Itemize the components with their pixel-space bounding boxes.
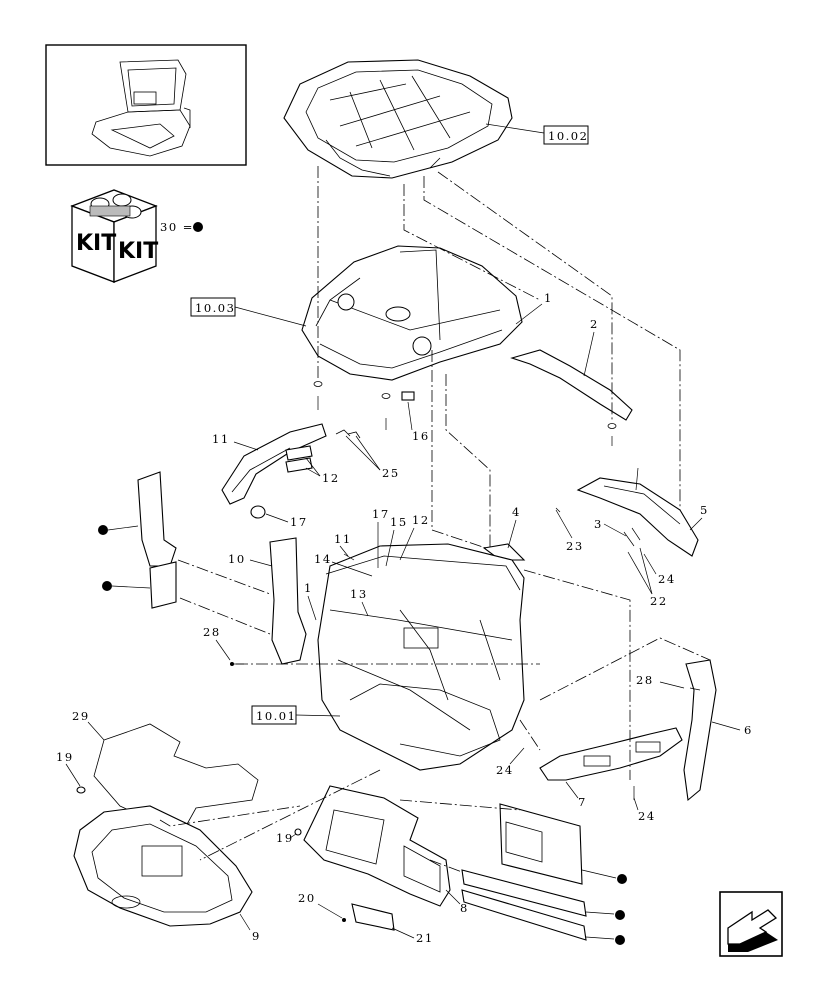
part-19-plug[interactable] (76, 786, 86, 794)
part-5-grab-trim[interactable] (576, 477, 699, 557)
part-9-floor-pan[interactable] (73, 805, 253, 927)
part-6-pillar-trim[interactable] (683, 659, 717, 802)
section-ref-10-03-text: 10.03 (195, 301, 235, 315)
kit-label-right: KIT (118, 239, 158, 264)
callout-24b: 24 (496, 763, 514, 777)
callout-17: 17 (290, 515, 308, 529)
callout-13: 13 (350, 587, 368, 601)
callout-4: 4 (512, 505, 521, 519)
callout-12b: 12 (412, 513, 430, 527)
callout-2: 2 (590, 317, 599, 331)
part-12-pad[interactable] (285, 445, 313, 461)
callout-1: 1 (544, 291, 553, 305)
section-ref-10-01-text: 10.01 (256, 709, 296, 723)
callout-19: 19 (56, 750, 74, 764)
part-8-rear-trim[interactable] (303, 785, 451, 907)
callout-12: 12 (322, 471, 340, 485)
screws (230, 507, 701, 922)
kit-quantity-label: 30 = (160, 220, 194, 234)
callout-17b: 17 (372, 507, 390, 521)
part-17-grommet[interactable] (250, 505, 266, 519)
callout-11: 11 (212, 432, 230, 446)
part-10-pillar-trim[interactable] (269, 537, 307, 665)
part-21[interactable] (351, 903, 395, 931)
kit-item-dot (193, 222, 203, 232)
callout-21: 21 (416, 931, 434, 945)
callout-19b: 19 (276, 831, 294, 845)
callout-9: 9 (252, 929, 261, 943)
part-11-grab-trim[interactable] (221, 423, 327, 505)
alignment-lines (159, 166, 711, 873)
callouts: 1 2 3 4 5 6 7 8 9 10 11 11 12 12 13 14 1… (56, 291, 753, 945)
callout-16: 16 (412, 429, 430, 443)
section-ref-10-02-text: 10.02 (548, 129, 588, 143)
callout-8: 8 (460, 901, 469, 915)
cab-frame[interactable] (317, 543, 525, 771)
callout-28: 28 (203, 625, 221, 639)
callout-14: 14 (314, 552, 332, 566)
section-ref-10-02[interactable] (543, 125, 589, 145)
callout-28b: 28 (636, 673, 654, 687)
callout-23: 23 (566, 539, 584, 553)
headliner[interactable] (301, 245, 523, 381)
kit-label-left: KIT (76, 231, 116, 256)
kit-icon: KIT KIT (70, 189, 158, 283)
callout-3: 3 (594, 517, 603, 531)
part-19-plug-b[interactable] (294, 828, 302, 836)
callout-24c: 24 (638, 809, 656, 823)
callout-5: 5 (700, 503, 709, 517)
kit-pillar-panel-lower[interactable] (149, 561, 177, 609)
callout-10: 10 (228, 552, 246, 566)
next-page-arrow-icon[interactable] (719, 891, 783, 957)
headliner-fasteners (313, 381, 617, 446)
kit-item-dot-panel-2 (615, 910, 625, 920)
callout-6: 6 (744, 723, 753, 737)
callout-20: 20 (298, 891, 316, 905)
callout-7: 7 (578, 795, 587, 809)
part-7-console-trim[interactable] (539, 727, 683, 781)
kit-rear-panels[interactable] (461, 803, 587, 941)
roof-panel[interactable] (283, 59, 513, 179)
kit-item-dot-pillar-lower (102, 581, 112, 591)
part-2-trim-strip[interactable] (510, 349, 633, 421)
part-29-floor-mat[interactable] (93, 723, 259, 827)
callout-29: 29 (72, 709, 90, 723)
kit-item-dot-panel-1 (617, 874, 627, 884)
kit-pillar-panel-upper[interactable] (137, 471, 177, 567)
part-16[interactable] (401, 391, 415, 401)
kit-item-dot-panel-3 (615, 935, 625, 945)
callout-22: 22 (650, 594, 668, 608)
callout-1b: 1 (304, 581, 313, 595)
callout-11b: 11 (334, 532, 352, 546)
overview-thumbnail[interactable] (45, 44, 247, 166)
callout-25: 25 (382, 466, 400, 480)
callout-24: 24 (658, 572, 676, 586)
callout-15: 15 (390, 515, 408, 529)
kit-item-dot-pillar-upper (98, 525, 108, 535)
